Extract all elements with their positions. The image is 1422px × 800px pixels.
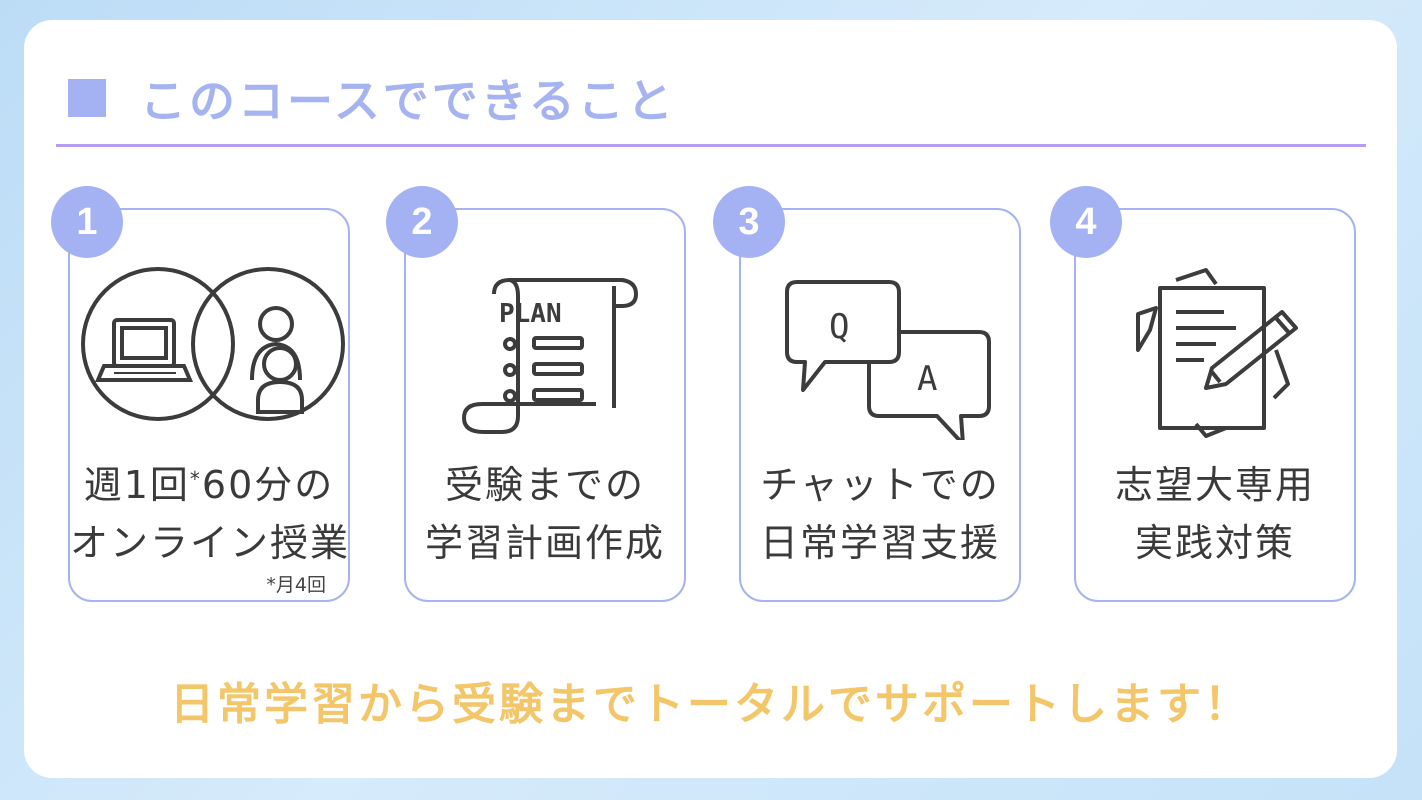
feature-card-1: 週1回*60分の オンライン授業 *月4回 [68, 208, 350, 602]
card-1-line1b: 60分の [201, 463, 335, 507]
card-2-line2: 学習計画作成 [424, 521, 665, 565]
title-row: このコースでできること [68, 68, 676, 128]
feature-card-3: Q A チャットでの 日常学習支援 [739, 208, 1021, 602]
plan-scroll-icon: PLAN [462, 278, 638, 434]
card-1-text: 週1回*60分の オンライン授業 [70, 456, 348, 572]
card-3-line1: チャットでの [760, 463, 1000, 507]
feature-card-4: 志望大専用 実践対策 [1074, 208, 1356, 602]
card-1-badge: 1 [51, 186, 123, 258]
feature-card-2: PLAN 受験までの 学習計画作成 [404, 208, 686, 602]
card-3-line2: 日常学習支援 [759, 521, 1000, 565]
page-title: このコースでできること [140, 74, 676, 128]
content-panel: このコースでできること 週1回*60分の オンライン授業 *月4回 1 [24, 20, 1397, 778]
card-1-footnote: *月4回 [266, 574, 326, 596]
card-1-line1a: 週1回 [83, 463, 190, 507]
plan-label: PLAN [499, 299, 562, 329]
card-3-text: チャットでの 日常学習支援 [741, 456, 1019, 572]
card-3-badge: 3 [713, 186, 785, 258]
qa-chat-bubbles-icon: Q A [785, 280, 991, 440]
card-4-line1: 志望大専用 [1114, 463, 1315, 507]
footer-message: 日常学習から受験までトータルでサポートします！ [170, 679, 1251, 730]
card-1-line2: オンライン授業 [70, 521, 351, 565]
a-label: A [917, 359, 937, 399]
card-1-footnote-mark: * [189, 467, 202, 491]
q-label: Q [829, 307, 849, 347]
title-square-icon [68, 79, 106, 117]
card-2-line1: 受験までの [444, 463, 645, 507]
title-divider [56, 144, 1366, 147]
card-4-text: 志望大専用 実践対策 [1076, 456, 1354, 572]
card-2-text: 受験までの 学習計画作成 [406, 456, 684, 572]
card-4-line2: 実践対策 [1134, 521, 1295, 565]
documents-pencil-icon [1136, 268, 1298, 438]
laptop-and-people-icon [81, 267, 345, 421]
card-4-badge: 4 [1050, 186, 1122, 258]
card-2-badge: 2 [386, 186, 458, 258]
